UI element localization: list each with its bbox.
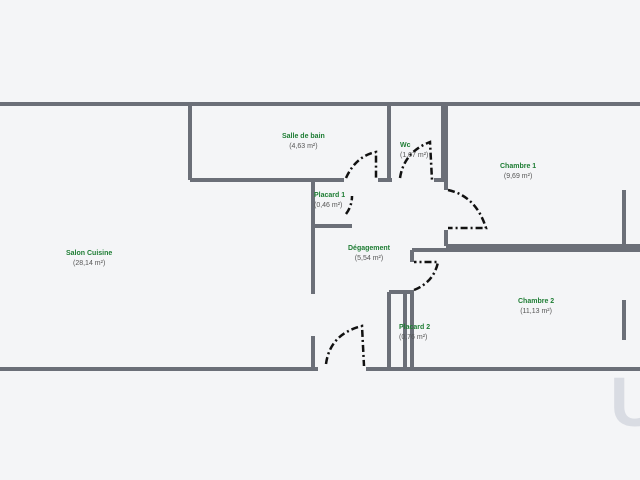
door-arc-entree — [324, 324, 366, 367]
room-placard-1: Placard 1 (0,46 m²) — [314, 191, 345, 211]
room-area: (4,63 m²) — [289, 143, 318, 150]
room-chambre-2: Chambre 2 (11,13 m²) — [518, 297, 554, 317]
walls — [0, 102, 640, 371]
room-name: Chambre 2 — [518, 298, 555, 305]
room-placard-2: Placard 2 (0,76 m²) — [399, 323, 430, 343]
door-arc-placard1 — [344, 195, 354, 215]
room-area: (0,76 m²) — [399, 334, 428, 341]
room-name: Dégagement — [348, 245, 391, 252]
door-arc-wc — [398, 140, 434, 181]
room-wc: Wc (1,07 m²) — [400, 141, 428, 161]
room-name: Salon Cuisine — [66, 250, 113, 257]
room-name: Placard 2 — [399, 324, 431, 331]
room-name: Placard 1 — [314, 192, 346, 199]
room-salon-cuisine: Salon Cuisine (28,14 m²) — [66, 249, 112, 269]
room-area: (28,14 m²) — [73, 260, 106, 267]
door-arc-sdb — [344, 150, 378, 180]
door-arc-chambre1 — [447, 188, 488, 230]
room-degagement: Dégagement (5,54 m²) — [348, 244, 390, 264]
room-name: Wc — [400, 142, 411, 149]
room-area: (5,54 m²) — [354, 255, 384, 262]
room-area: (0,46 m²) — [314, 202, 343, 209]
room-name: Chambre 1 — [500, 163, 537, 170]
room-name: Salle de bain — [282, 133, 325, 140]
door-arc-chambre2 — [413, 260, 440, 292]
room-area: (9,69 m²) — [503, 173, 533, 180]
room-area: (11,13 m²) — [520, 308, 552, 315]
watermark-logo: U — [610, 365, 640, 440]
room-salle-de-bain: Salle de bain (4,63 m²) — [282, 132, 325, 152]
doors — [324, 140, 488, 367]
room-chambre-1: Chambre 1 (9,69 m²) — [500, 162, 536, 182]
room-area: (1,07 m²) — [400, 152, 429, 159]
